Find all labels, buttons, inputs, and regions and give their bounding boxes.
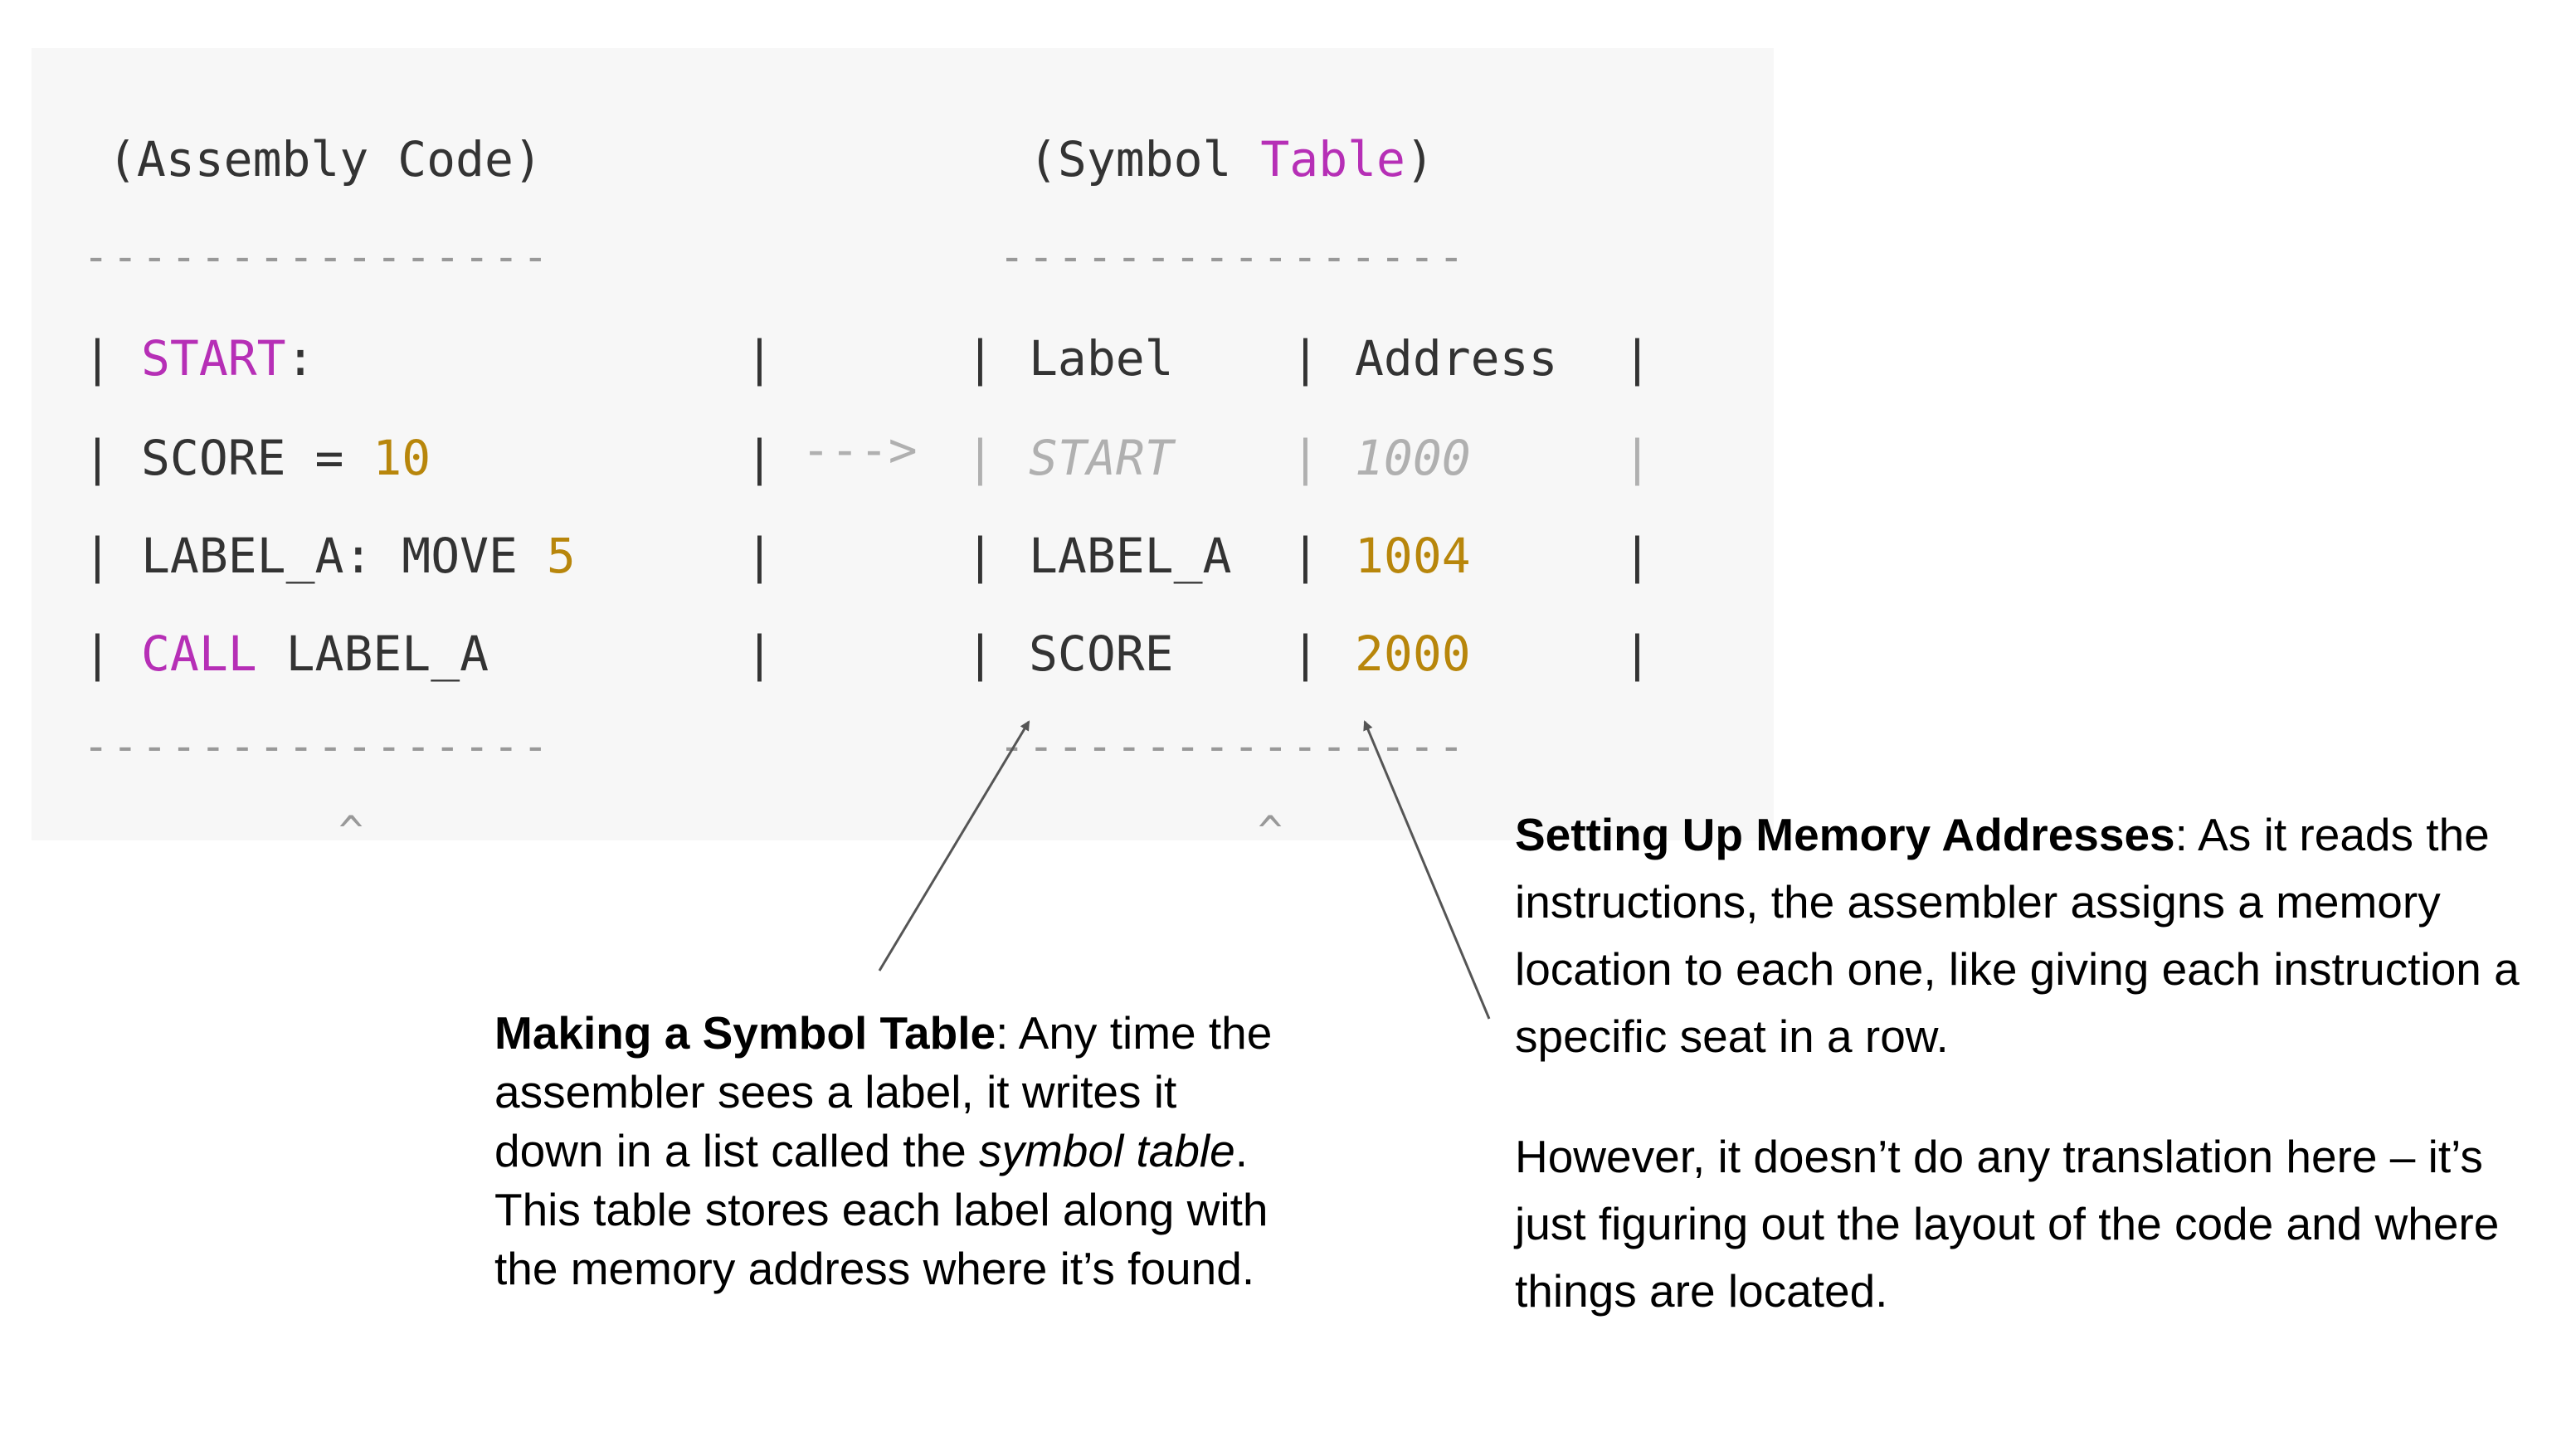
symbol-address: 1004 bbox=[1355, 528, 1471, 584]
symbol-label: SCORE bbox=[1029, 626, 1174, 682]
symbol-row-border: | bbox=[1623, 626, 1652, 682]
symbol-label: LABEL_A bbox=[1029, 528, 1232, 584]
assembly-caret: ^ bbox=[338, 807, 364, 840]
code-token: START bbox=[141, 330, 286, 387]
symbol-table-annotation-text-end: . This table stores each label along wit… bbox=[494, 1125, 1269, 1294]
assembly-row-right-border: | bbox=[745, 528, 774, 584]
label-column-header: Label bbox=[1029, 330, 1174, 387]
symbol-row-border: | bbox=[1623, 528, 1652, 584]
symbol-address: 2000 bbox=[1355, 626, 1471, 682]
code-panel: (Assembly Code) (Symbol Table) ---------… bbox=[32, 48, 1774, 840]
assembly-row-left-border: | bbox=[83, 528, 112, 584]
assembly-code-heading: (Assembly Code) bbox=[108, 131, 543, 187]
symbol-table-annotation-title: Making a Symbol Table bbox=[494, 1007, 996, 1059]
code-token: 5 bbox=[546, 528, 576, 584]
code-token: LABEL_A: MOVE bbox=[141, 528, 547, 584]
assembly-bottom-divider: ---------------- bbox=[83, 722, 552, 772]
code-token: SCORE = bbox=[141, 430, 373, 486]
flow-arrow: ---> bbox=[801, 421, 918, 478]
symbol-table-heading: (Symbol Table) bbox=[1029, 131, 1434, 187]
assembly-row-right-border: | bbox=[745, 626, 774, 682]
symbol-heading-prefix: (Symbol bbox=[1029, 131, 1261, 187]
symbol-table-annotation-text: : Any time the assembler sees a label, i… bbox=[494, 1007, 1273, 1176]
symbol-top-divider: ---------------- bbox=[999, 232, 1468, 282]
symbol-row-border: | bbox=[1623, 330, 1652, 387]
assembly-code-line: CALL LABEL_A bbox=[141, 626, 489, 682]
symbol-label: START bbox=[1029, 430, 1174, 486]
symbol-table-annotation: Making a Symbol Table: Any time the asse… bbox=[494, 1004, 1274, 1298]
symbol-row-border: | bbox=[1291, 528, 1320, 584]
arrow-to-label-column bbox=[878, 720, 1030, 971]
symbol-row-border: | bbox=[966, 330, 995, 387]
assembly-row-right-border: | bbox=[745, 430, 774, 486]
symbol-row-border: | bbox=[1291, 626, 1320, 682]
symbol-table-annotation-italic: symbol table bbox=[978, 1125, 1235, 1176]
assembly-code-line: START: bbox=[141, 330, 315, 387]
symbol-row-border: | bbox=[1291, 430, 1320, 486]
code-token: 10 bbox=[373, 430, 431, 486]
address-column-header: Address bbox=[1355, 330, 1558, 387]
symbol-row-border: | bbox=[1623, 430, 1652, 486]
memory-annotation-text: : As it reads the instructions, the asse… bbox=[1515, 809, 2520, 1062]
code-token: : bbox=[285, 330, 315, 387]
symbol-address: 1000 bbox=[1355, 430, 1471, 486]
assembly-row-right-border: | bbox=[745, 330, 774, 387]
symbol-row-border: | bbox=[966, 528, 995, 584]
symbol-row-border: | bbox=[966, 430, 995, 486]
symbol-heading-suffix: ) bbox=[1405, 131, 1434, 187]
symbol-row-border: | bbox=[966, 626, 995, 682]
symbol-caret: ^ bbox=[1258, 807, 1283, 840]
memory-annotation: Setting Up Memory Addresses: As it reads… bbox=[1515, 801, 2527, 1325]
symbol-heading-keyword: Table bbox=[1260, 131, 1405, 187]
code-token: LABEL_A bbox=[256, 626, 489, 682]
assembly-code-line: LABEL_A: MOVE 5 bbox=[141, 528, 576, 584]
assembly-row-left-border: | bbox=[83, 330, 112, 387]
assembly-row-left-border: | bbox=[83, 430, 112, 486]
memory-annotation-title: Setting Up Memory Addresses bbox=[1515, 809, 2175, 860]
assembly-top-divider: ---------------- bbox=[83, 232, 552, 282]
symbol-row-border: | bbox=[1291, 330, 1320, 387]
assembly-row-left-border: | bbox=[83, 626, 112, 682]
symbol-bottom-divider: ---------------- bbox=[999, 722, 1468, 772]
code-token: CALL bbox=[141, 626, 257, 682]
assembly-code-line: SCORE = 10 bbox=[141, 430, 431, 486]
arrow-to-address-column bbox=[1363, 720, 1491, 1020]
memory-annotation-paragraph-2: However, it doesn’t do any translation h… bbox=[1515, 1131, 2500, 1317]
